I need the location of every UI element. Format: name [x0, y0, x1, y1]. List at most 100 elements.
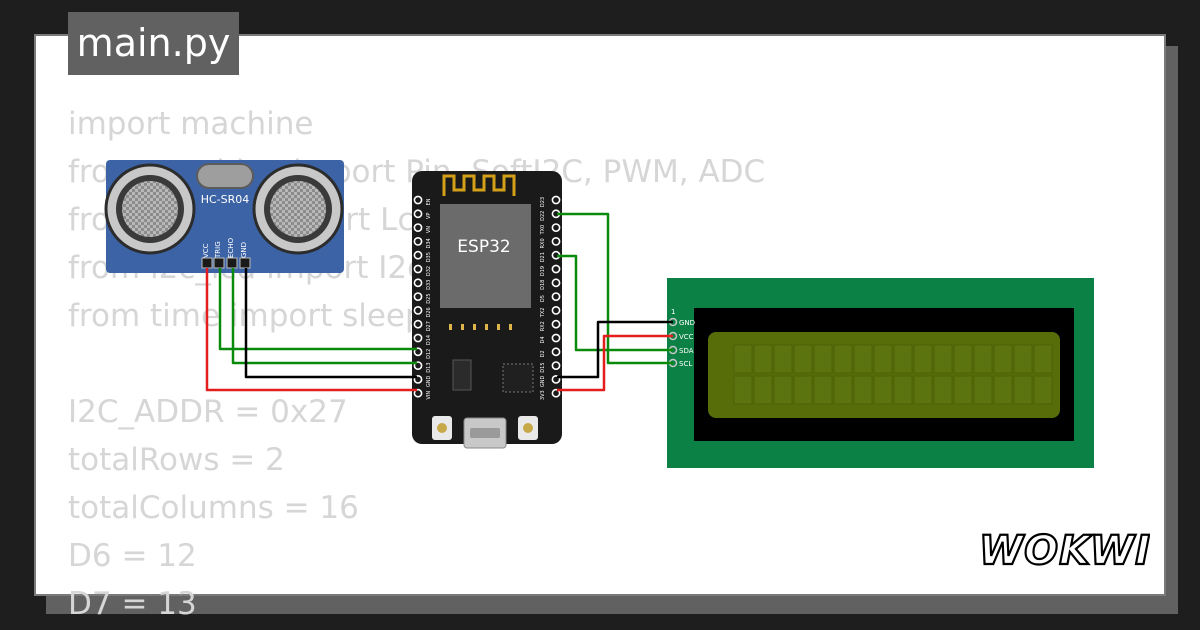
lcd-cell	[933, 375, 953, 405]
transducer-left	[104, 163, 196, 255]
esp32-pin-tx2[interactable]	[551, 305, 561, 315]
lcd-cell	[833, 344, 853, 374]
lcd-cell	[793, 344, 813, 374]
wire-d21-sda[interactable]	[557, 254, 673, 352]
lcd-pin1-label: 1	[671, 308, 675, 316]
lcd-pin-label: SDA	[679, 347, 694, 355]
boot-button[interactable]	[432, 416, 452, 440]
sensor-pin-label: GND	[240, 242, 248, 258]
lcd-cell	[973, 344, 993, 374]
esp32-pin-label: D15	[540, 362, 546, 372]
esp32-pin-label: 3V3	[540, 390, 546, 400]
esp32-pin-rx2[interactable]	[551, 319, 561, 329]
esp32-pin-label: D19	[540, 266, 546, 276]
lcd-cell	[833, 375, 853, 405]
lcd-cell	[873, 344, 893, 374]
esp32-pin-d25[interactable]	[413, 292, 423, 301]
ultrasonic-sensor[interactable]: HC-SR04 VCC TRIG ECHO GND	[104, 160, 344, 273]
esp32-pin-d4[interactable]	[551, 333, 561, 343]
esp32-pin-d2[interactable]	[551, 347, 561, 357]
esp32-board[interactable]: ESP32 ENVPVND34D35D32D33D25D26D27D14D12D…	[412, 171, 562, 449]
lcd-cell	[993, 375, 1013, 405]
crystal-oscillator	[196, 163, 254, 189]
esp32-pin-d23[interactable]	[551, 195, 561, 205]
esp32-pin-label: VN	[426, 226, 432, 233]
sensor-pin-label: VCC	[202, 243, 210, 258]
code-line: D6 = 12	[68, 538, 197, 574]
esp32-pin-en[interactable]	[413, 195, 423, 205]
esp32-pin-label: VIN	[426, 391, 432, 400]
esp32-pin-d32[interactable]	[413, 264, 423, 274]
esp32-pin-d34[interactable]	[413, 236, 423, 246]
lcd-cell	[733, 344, 753, 374]
wire-echo-d13[interactable]	[231, 268, 417, 365]
sensor-label: HC-SR04	[201, 193, 250, 206]
lcd-cell	[1013, 375, 1033, 405]
lcd-cell	[1033, 344, 1053, 374]
esp32-pin-label: D32	[426, 266, 432, 276]
reset-button[interactable]	[518, 416, 538, 440]
esp32-pin-label: D33	[426, 280, 432, 290]
esp32-pin-d15[interactable]	[551, 361, 561, 370]
lcd-display[interactable]: 1 GND VCC SDA SCL	[667, 278, 1094, 468]
code-line: totalColumns = 16	[68, 490, 359, 526]
wire-gnd-lcd-gnd[interactable]	[557, 320, 673, 379]
esp32-module-shield	[440, 204, 531, 308]
esp32-pin-label: D27	[426, 321, 432, 331]
wokwi-logo-text: WOKWI	[979, 528, 1150, 574]
esp32-pin-d33[interactable]	[413, 278, 423, 288]
lcd-cell	[913, 375, 933, 405]
lcd-cell	[873, 375, 893, 405]
antenna-trace	[442, 174, 516, 196]
esp32-pin-rx0[interactable]	[551, 236, 561, 246]
esp32-pin-d14[interactable]	[413, 333, 423, 343]
wires	[205, 212, 673, 392]
lcd-character-grid	[733, 344, 1053, 405]
lcd-cell	[733, 375, 753, 405]
wokwi-logo: WOKWI	[978, 527, 1150, 575]
esp32-pin-vin[interactable]	[413, 388, 423, 398]
lcd-cell	[933, 344, 953, 374]
code-line: D7 = 13	[68, 586, 197, 622]
wire-d22-scl[interactable]	[557, 212, 673, 365]
wire-3v3-lcd-vcc[interactable]	[557, 334, 673, 392]
esp32-pin-vp[interactable]	[413, 209, 423, 219]
lcd-cell	[1013, 344, 1033, 374]
lcd-cell	[773, 344, 793, 374]
esp32-pin-vn[interactable]	[413, 223, 423, 232]
wire-trig-d12[interactable]	[218, 268, 417, 351]
esp32-pin-d5[interactable]	[551, 292, 561, 301]
lcd-cell	[993, 344, 1013, 374]
transducer-right	[252, 163, 344, 255]
sensor-pin-label: ECHO	[227, 237, 235, 258]
esp32-pin-3v3[interactable]	[551, 388, 561, 398]
lcd-cell	[973, 375, 993, 405]
lcd-cell	[773, 375, 793, 405]
esp32-pin-d27[interactable]	[413, 319, 423, 329]
lcd-cell	[1033, 375, 1053, 405]
voltage-regulator	[452, 359, 472, 391]
esp32-pin-label: EN	[426, 198, 432, 205]
esp32-pin-d26[interactable]	[413, 305, 423, 315]
wire-vcc-vin[interactable]	[205, 268, 417, 392]
code-line: totalRows = 2	[68, 442, 285, 478]
lcd-cell	[953, 375, 973, 405]
lcd-pin-label: VCC	[679, 333, 694, 341]
wire-gnd-gnd[interactable]	[244, 268, 417, 379]
esp32-pin-d18[interactable]	[551, 278, 561, 288]
esp32-pin-tx0[interactable]	[551, 223, 561, 232]
esp32-pin-label: D18	[540, 280, 546, 290]
lcd-cell	[753, 375, 773, 405]
esp32-pin-d35[interactable]	[413, 250, 423, 260]
esp32-pin-label: GND	[540, 376, 546, 388]
usb-uart-chip	[502, 363, 534, 393]
lcd-cell	[813, 375, 833, 405]
esp32-pin-d19[interactable]	[551, 264, 561, 274]
esp32-pin-label: VP	[426, 213, 432, 219]
esp32-pin-label: D5	[540, 295, 546, 302]
lcd-cell	[793, 375, 813, 405]
esp32-pin-label: D13	[426, 362, 432, 372]
lcd-cell	[853, 344, 873, 374]
